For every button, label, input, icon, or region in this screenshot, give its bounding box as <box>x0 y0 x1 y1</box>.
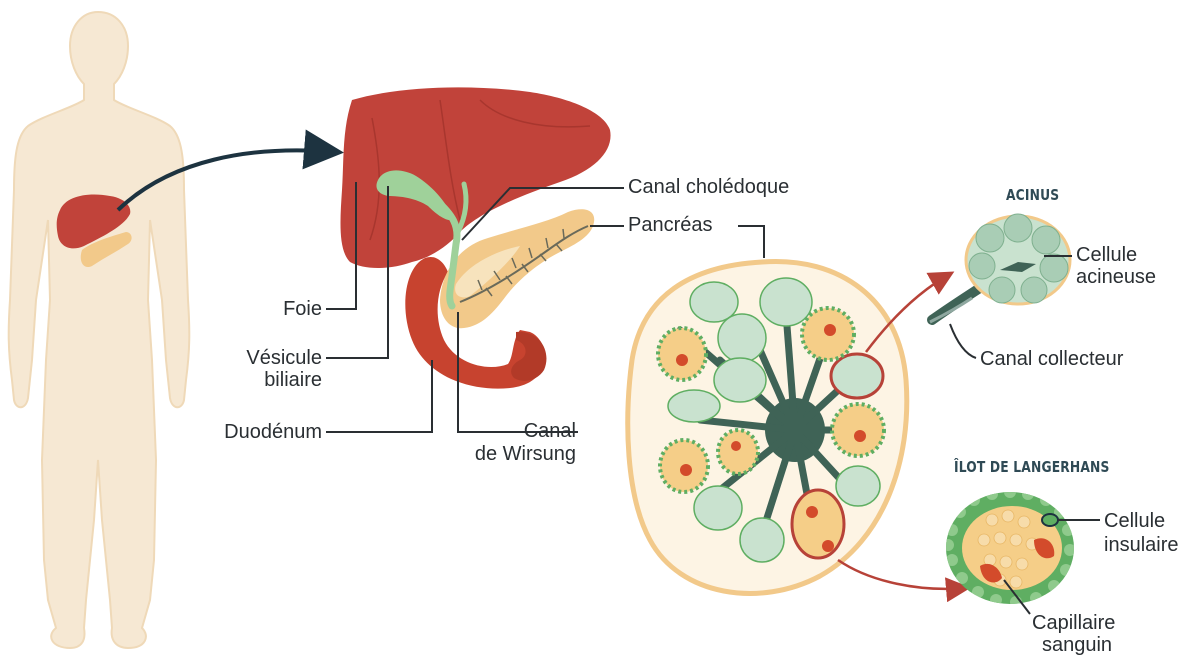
label-cellule-acineuse-line2: acineuse <box>1076 266 1156 288</box>
label-vesicule-line1: Vésicule <box>206 347 322 369</box>
label-canal-choledoque: Canal cholédoque <box>628 176 789 198</box>
label-canal-collecteur: Canal collecteur <box>980 348 1123 370</box>
label-cellule-insulaire-line2: insulaire <box>1104 534 1178 556</box>
islet-zoom <box>942 486 1100 614</box>
label-vesicule-line2: biliaire <box>206 369 322 391</box>
label-capillaire-line2: sanguin <box>1042 634 1112 655</box>
islet-zoom-arrow <box>838 560 966 589</box>
heading-ilot: ÎLOT DE LANGERHANS <box>954 458 1110 476</box>
label-cellule-acineuse-line1: Cellule <box>1076 244 1137 266</box>
label-duodenum: Duodénum <box>176 421 322 443</box>
label-foie: Foie <box>236 298 322 320</box>
label-wirsung-line2: de Wirsung <box>470 443 576 465</box>
acinus-zoom <box>930 214 1072 358</box>
heading-acinus: ACINUS <box>1006 186 1059 204</box>
label-cellule-insulaire-line1: Cellule <box>1104 510 1165 532</box>
human-body-silhouette <box>9 12 190 648</box>
label-pancreas: Pancréas <box>628 214 713 236</box>
label-capillaire-line1: Capillaire <box>1032 612 1115 634</box>
pancreas-cross-section <box>628 261 907 593</box>
label-wirsung-line1: Canal <box>470 420 576 442</box>
